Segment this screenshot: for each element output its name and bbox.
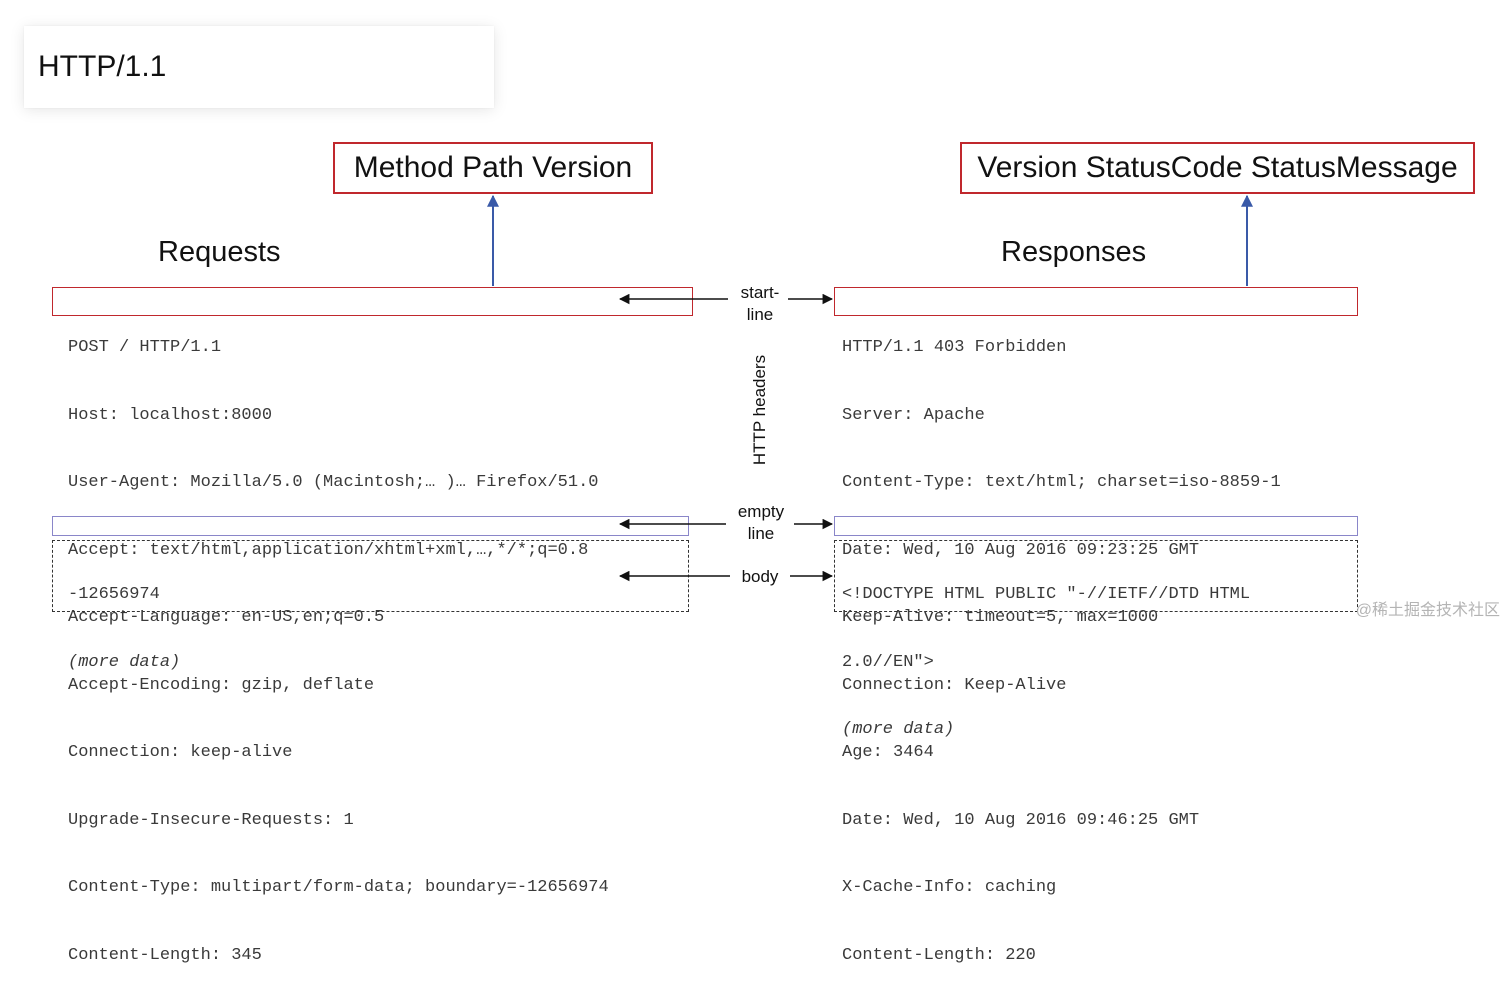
request-header-line: Content-Length: 345 [68,945,262,965]
slide-title: HTTP/1.1 [38,50,167,83]
http-headers-label: HTTP headers [750,354,769,466]
response-header-line: Date: Wed, 10 Aug 2016 09:46:25 GMT [842,810,1200,830]
request-header-line: User-Agent: Mozilla/5.0 (Macintosh;… )… … [68,473,599,492]
start-line-label-line: line [746,305,774,324]
start-line-label: start- line [733,282,787,326]
response-start-line-outline [834,287,1358,316]
request-start-line: POST / HTTP/1.1 [68,338,222,357]
request-start-line-outline [52,287,693,316]
empty-line-label: empty line [730,501,792,545]
response-body-line: (more data) [842,720,955,739]
response-header-line: Content-Length: 220 [842,945,1036,965]
response-header-line: X-Cache-Info: caching [842,878,1057,897]
response-header-line: Keep-Alive: timeout=5, max=1000 [842,608,1159,627]
request-start-line-format-box: Method Path Version [333,142,653,194]
watermark: @稀土掘金技术社区 [1355,602,1500,619]
request-header-line: Connection: keep-alive [68,743,293,762]
response-header-line: Server: Apache [842,405,985,425]
response-body-outline [834,540,1358,612]
request-header-line: Accept-Language: en-US,en;q=0.5 [68,608,385,627]
request-header-line: Upgrade-Insecure-Requests: 1 [68,810,354,830]
responses-heading: Responses [1001,236,1147,268]
start-line-label-line: start- [740,283,780,302]
response-empty-line-outline [834,516,1358,536]
connector-arrows [487,194,1253,582]
request-header-line: Host: localhost:8000 [68,405,273,425]
request-body-line: (more data) [68,652,181,672]
request-body-line: -12656974 [68,585,160,604]
body-label: body [735,566,785,588]
empty-line-label-line: line [747,524,775,543]
response-start-line-format: Version StatusCode StatusMessage [977,151,1458,184]
request-header-line: Content-Type: multipart/form-data; bound… [68,878,609,897]
response-header-line: Date: Wed, 10 Aug 2016 09:23:25 GMT [842,540,1200,560]
response-body-line: 2.0//EN"> [842,652,934,672]
request-header-line: Accept: text/html,application/xhtml+xml,… [68,540,589,560]
title-card: HTTP/1.1 [24,26,494,108]
response-start-line: HTTP/1.1 403 Forbidden [842,338,1067,357]
response-header-line: Content-Type: text/html; charset=iso-885… [842,473,1281,492]
empty-line-label-line: empty [737,502,785,521]
response-body-line: <!DOCTYPE HTML PUBLIC "-//IETF//DTD HTML [842,585,1251,604]
request-start-line-format: Method Path Version [353,151,633,184]
response-start-line-format-box: Version StatusCode StatusMessage [960,142,1475,194]
request-empty-line-outline [52,516,689,536]
requests-heading: Requests [158,236,281,268]
